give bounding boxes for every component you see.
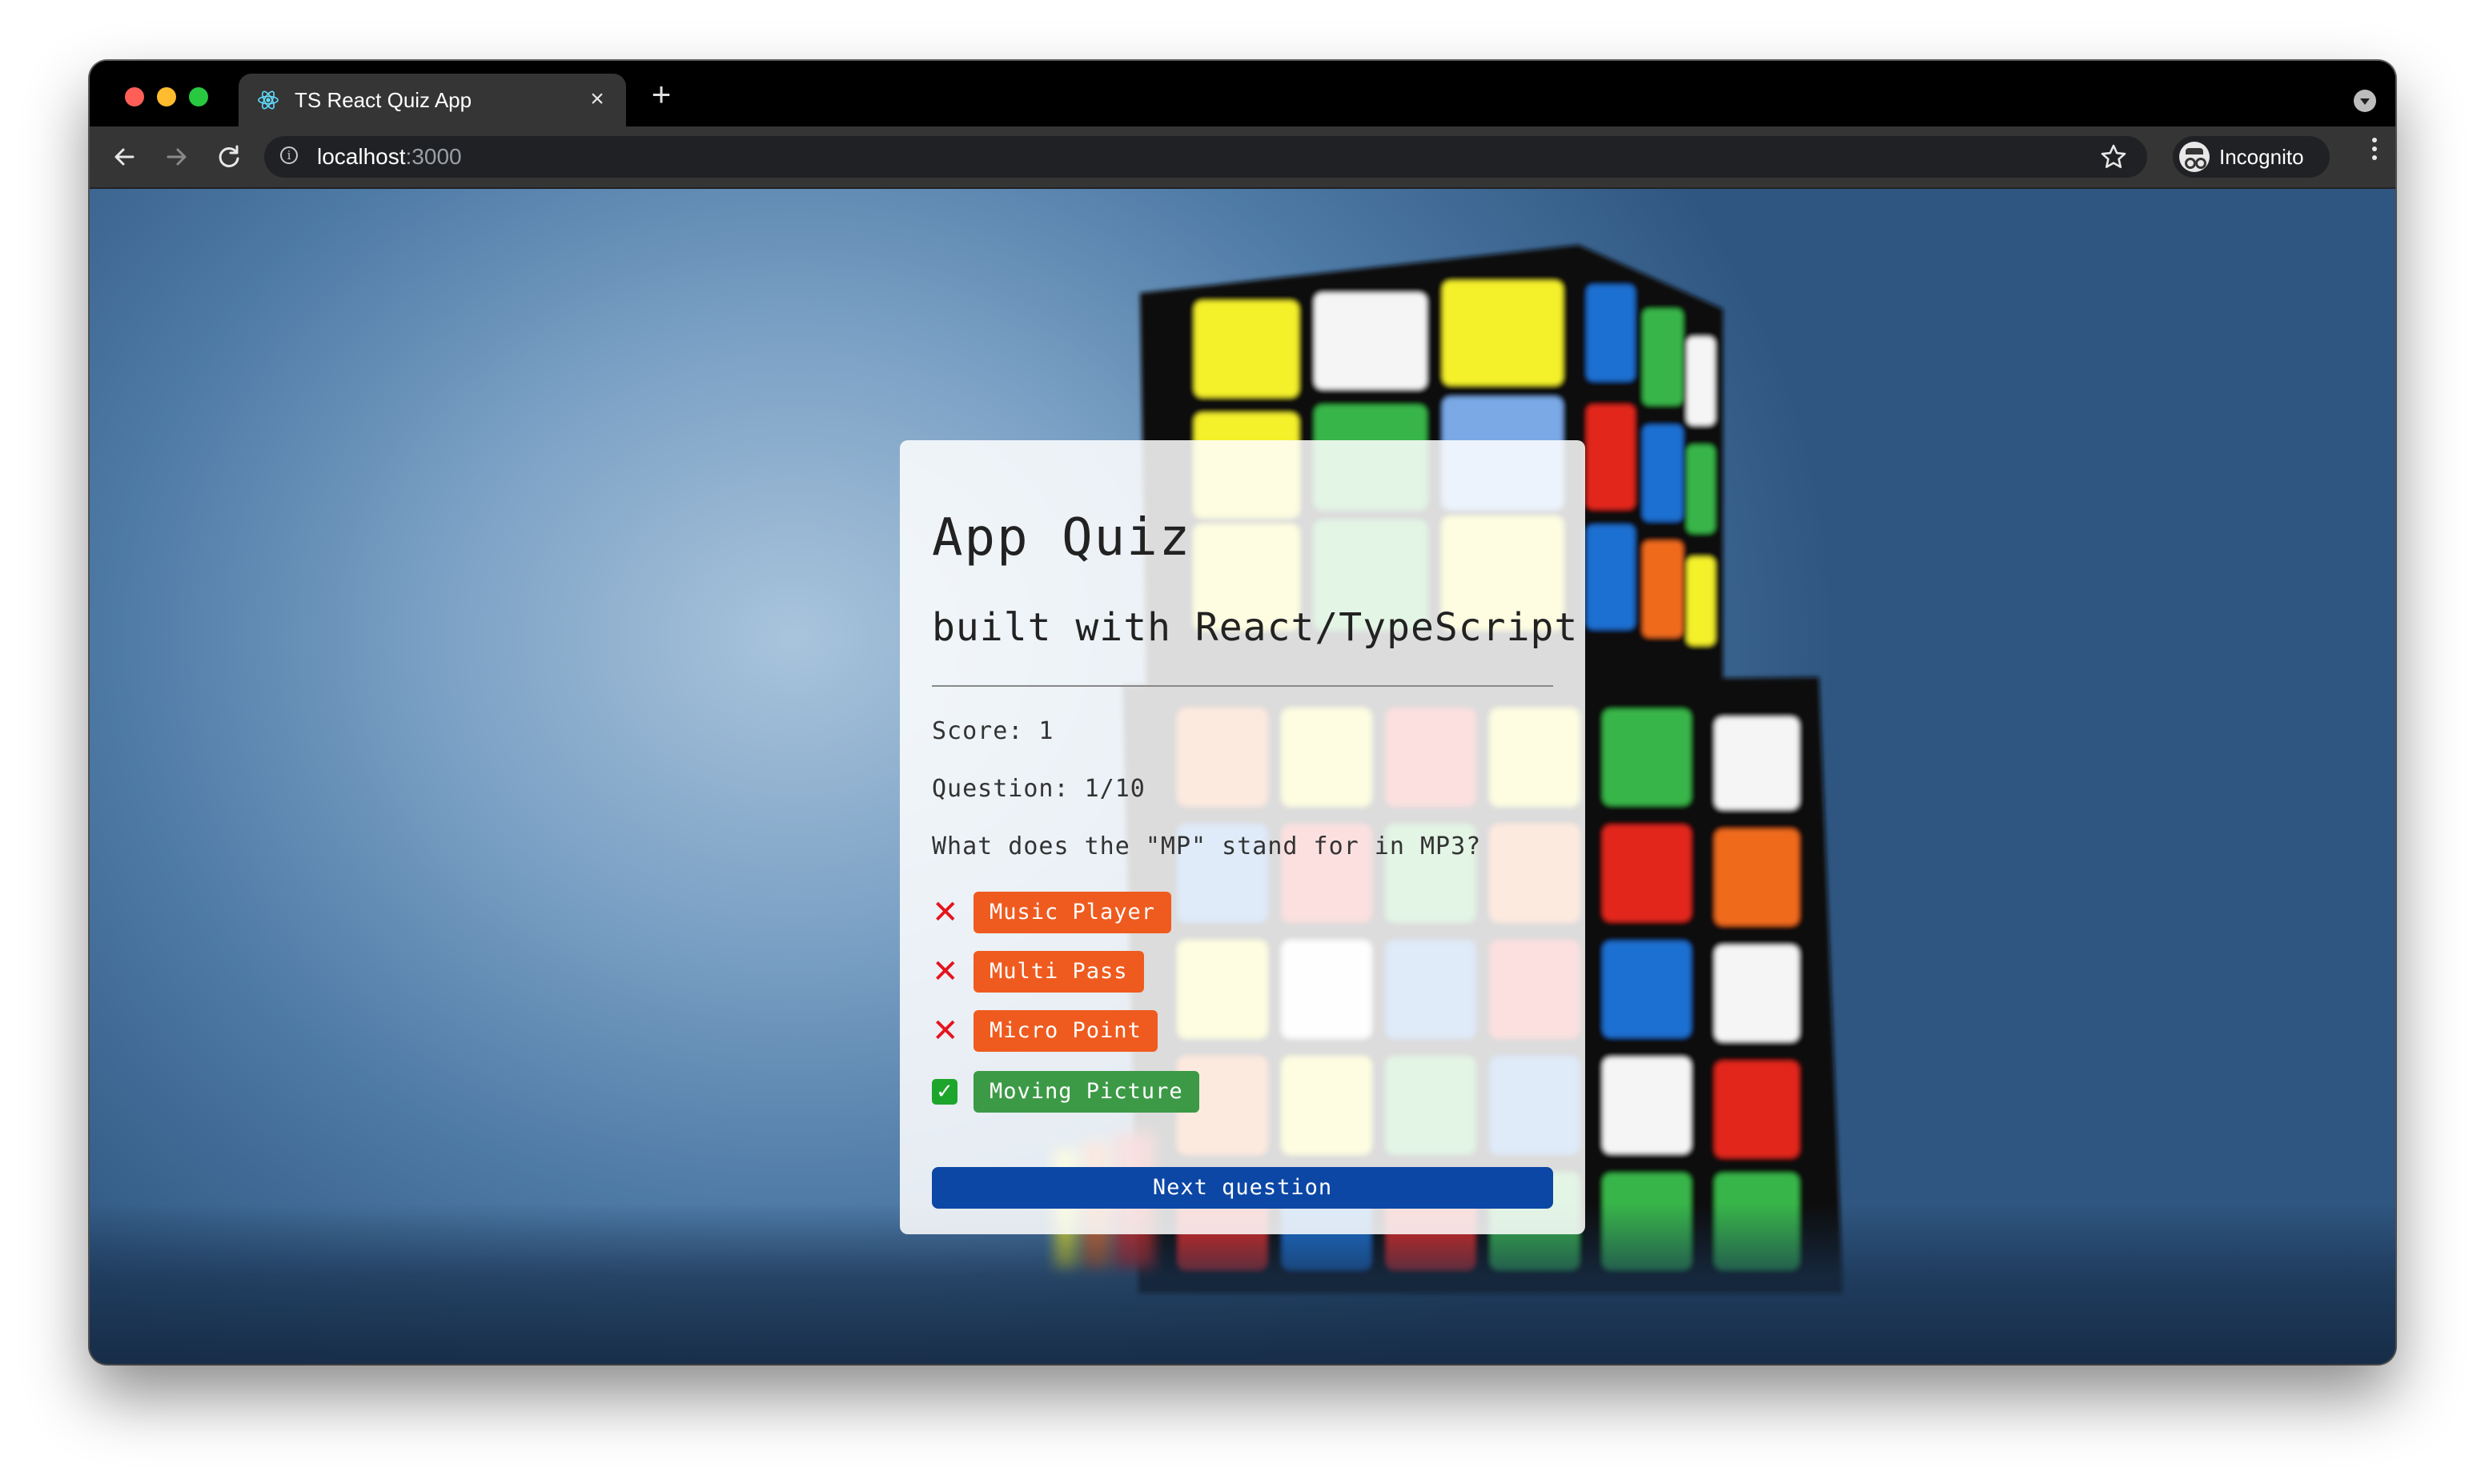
incognito-label: Incognito	[2219, 145, 2304, 169]
answer-button-moving-picture[interactable]: Moving Picture	[974, 1071, 1199, 1113]
tab-close-icon[interactable]: ×	[590, 86, 604, 112]
window-minimize-button[interactable]	[157, 87, 176, 106]
answer-button-multi-pass[interactable]: Multi Pass	[974, 951, 1144, 993]
page-title: App Quiz	[932, 508, 1192, 568]
page-viewport: App Quiz built with React/TypeScript Sco…	[90, 189, 2395, 1364]
react-logo-icon	[258, 90, 279, 110]
wrong-x-icon: ✕	[932, 894, 959, 931]
address-bar[interactable]: i localhost:3000	[264, 136, 2147, 178]
star-icon[interactable]	[2098, 141, 2130, 173]
answer-button-music-player[interactable]: Music Player	[974, 892, 1172, 933]
question-number: Question: 1/10	[932, 775, 1146, 803]
url-host: localhost	[317, 144, 406, 169]
question-text: What does the "MP" stand for in MP3?	[932, 832, 1482, 860]
wrong-x-icon: ✕	[932, 1013, 959, 1049]
url-port: :3000	[405, 144, 462, 169]
incognito-icon	[2179, 142, 2210, 172]
incognito-profile-button[interactable]: Incognito	[2173, 136, 2330, 178]
tab-strip: TS React Quiz App × +	[90, 61, 2395, 126]
correct-check-icon: ✓	[932, 1079, 957, 1105]
quiz-card: App Quiz built with React/TypeScript Sco…	[900, 440, 1585, 1234]
arrow-left-icon[interactable]	[107, 139, 143, 174]
tab-title: TS React Quiz App	[295, 88, 472, 112]
browser-toolbar: i localhost:3000 Incognito	[90, 126, 2395, 189]
arrow-right-icon[interactable]	[159, 139, 194, 174]
kebab-menu-icon[interactable]	[2371, 138, 2378, 164]
wrong-x-icon: ✕	[932, 953, 959, 990]
browser-window: TS React Quiz App × + i localhost:3000 I…	[90, 61, 2395, 1364]
tab-active[interactable]: TS React Quiz App ×	[239, 74, 626, 126]
info-icon[interactable]: i	[280, 146, 298, 164]
window-maximize-button[interactable]	[189, 87, 208, 106]
new-tab-button[interactable]: +	[651, 75, 672, 113]
reload-icon[interactable]	[211, 139, 247, 174]
score-text: Score: 1	[932, 717, 1054, 745]
next-question-button[interactable]: Next question	[932, 1167, 1553, 1209]
window-close-button[interactable]	[125, 87, 144, 106]
url-text: localhost:3000	[317, 145, 462, 169]
divider	[932, 685, 1553, 687]
page-subtitle: built with React/TypeScript	[932, 605, 1579, 650]
tab-search-icon[interactable]	[2354, 90, 2376, 112]
answer-button-micro-point[interactable]: Micro Point	[974, 1010, 1158, 1052]
